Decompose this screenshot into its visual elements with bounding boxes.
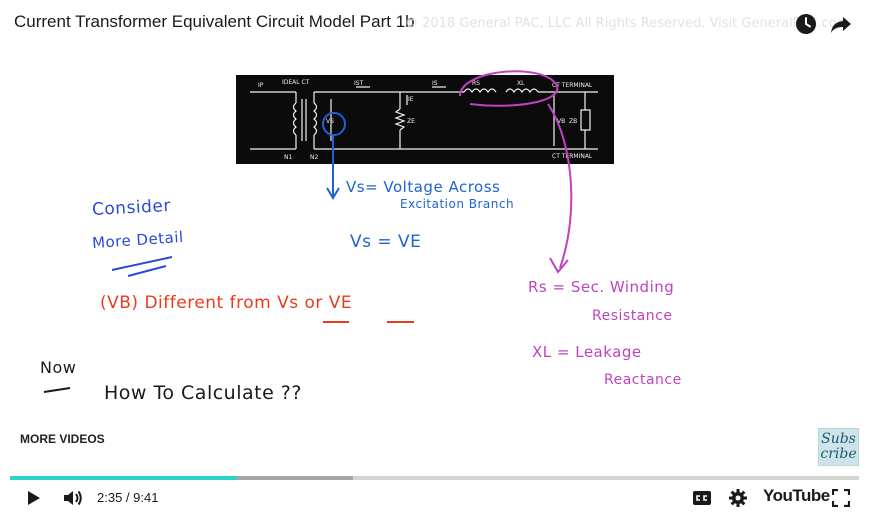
note-reactance: Reactance (604, 372, 682, 388)
label-ie: IE (408, 96, 414, 103)
progress-bar[interactable] (10, 476, 859, 480)
gear-icon[interactable] (728, 488, 748, 508)
label-ip: IP (258, 82, 264, 89)
note-vb-different: (VB) Different from Vs or VE (100, 293, 353, 313)
volume-icon[interactable] (62, 488, 84, 508)
video-title[interactable]: Current Transformer Equivalent Circuit M… (14, 12, 415, 31)
label-xl: XL (517, 80, 525, 87)
note-xl-definition: XL = Leakage (532, 343, 642, 361)
label-vb: VB (557, 118, 565, 125)
subscribe-button[interactable]: Subs cribe (818, 428, 859, 466)
note-consider: Consider (91, 195, 172, 221)
clock-icon[interactable] (794, 12, 818, 36)
fullscreen-icon[interactable] (832, 489, 850, 507)
note-how-to-calculate: How To Calculate ?? (104, 382, 302, 404)
label-ze: ZE (407, 118, 415, 125)
time-display: 2:35 / 9:41 (97, 490, 159, 505)
note-more-detail: More Detail (91, 227, 185, 253)
label-ist: IST (354, 80, 364, 87)
ct-equivalent-circuit-diagram: IP IDEAL CT IST IS RS XL CT TERMINAL IE … (236, 75, 614, 164)
cc-icon[interactable] (692, 490, 712, 506)
note-excitation-branch: Excitation Branch (400, 197, 515, 211)
progress-played (10, 476, 237, 480)
more-videos-button[interactable]: MORE VIDEOS (20, 432, 105, 446)
share-icon[interactable] (829, 12, 853, 36)
label-ct-terminal-top: CT TERMINAL (552, 82, 593, 89)
label-n2: N2 (310, 154, 318, 161)
note-vs-definition: Vs= Voltage Across (346, 178, 501, 196)
note-now: Now (40, 358, 77, 377)
label-vs: VS (326, 118, 334, 125)
note-vs-equals-ve: Vs = VE (350, 232, 422, 252)
note-resistance: Resistance (592, 308, 673, 324)
subscribe-label-2: cribe (820, 446, 857, 462)
label-is: IS (432, 80, 438, 87)
label-rs: RS (472, 80, 480, 87)
note-rs-definition: Rs = Sec. Winding (528, 278, 675, 296)
label-n1: N1 (284, 154, 292, 161)
youtube-logo[interactable]: YouTube (763, 486, 830, 505)
label-zb: ZB (569, 118, 577, 125)
play-icon[interactable] (24, 489, 42, 507)
subscribe-label-1: Subs (821, 431, 856, 447)
copyright-watermark: © 2018 General PAC, LLC All Rights Reser… (405, 16, 850, 31)
label-ideal-ct: IDEAL CT (282, 79, 310, 86)
label-ct-terminal-bottom: CT TERMINAL (552, 153, 593, 160)
